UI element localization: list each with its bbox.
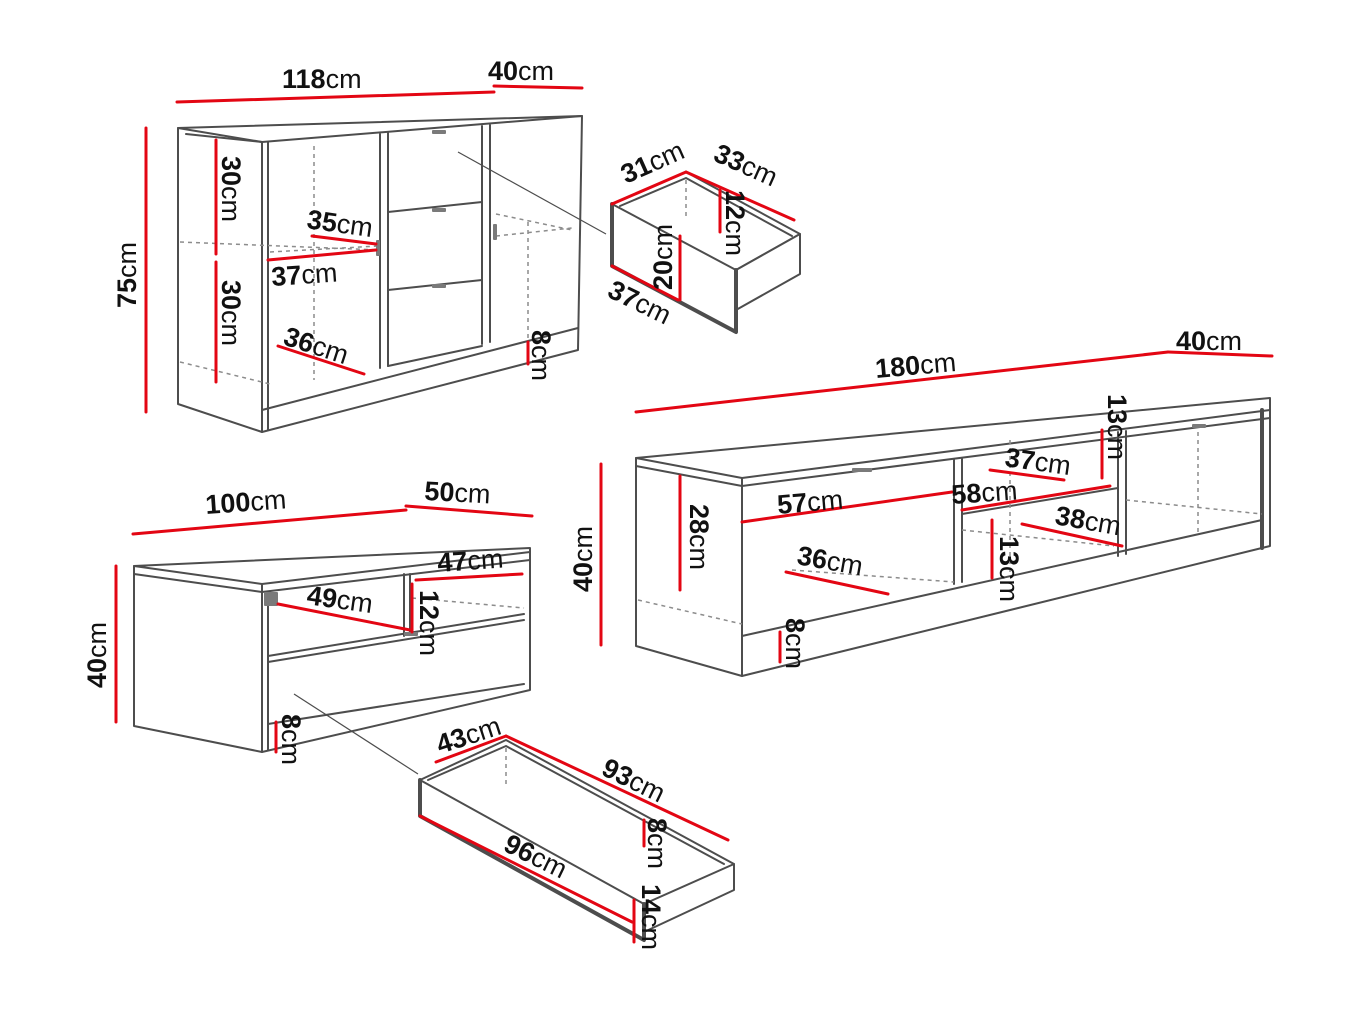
coffee-table-drawing xyxy=(114,504,534,775)
tv-stand-right-shelf-depth-label: 38cm xyxy=(1053,500,1123,541)
sideboard-plinth-label: 8cm xyxy=(526,330,556,381)
tv-stand-compartment-width-label: 57cm xyxy=(776,484,844,520)
coffee-drawer-inner-height-label: 8cm xyxy=(642,818,672,869)
sideboard-drawer-front-height-label: 20cm xyxy=(648,224,678,290)
tv-stand-height-label: 40cm xyxy=(568,526,598,592)
sideboard-width-label: 118cm xyxy=(282,64,362,94)
coffee-table-drawer-drawing xyxy=(418,734,735,944)
tv-stand-middle-width-label: 58cm xyxy=(950,475,1018,510)
tv-stand-depth-label: 40cm xyxy=(1176,326,1242,356)
sideboard-depth-label: 40cm xyxy=(488,56,554,86)
tv-stand-width-label: 180cm xyxy=(874,347,957,384)
sideboard-drawer-drawing xyxy=(610,170,801,334)
tv-stand-top-compartment-label: 13cm xyxy=(1102,394,1132,460)
tv-stand-upper-shelf-depth-label: 37cm xyxy=(1003,442,1073,481)
sideboard-upper-shelf-depth-label: 35cm xyxy=(305,204,375,243)
sideboard-lower-shelf-height-label: 30cm xyxy=(216,280,246,346)
sideboard-upper-shelf-height-label: 30cm xyxy=(216,156,246,222)
coffee-drawer-length-label: 93cm xyxy=(597,752,670,808)
tv-stand-bottom-shelf-depth-label: 36cm xyxy=(795,540,865,581)
coffee-table-plinth-label: 8cm xyxy=(276,714,306,765)
sideboard-drawer-depth-label: 33cm xyxy=(710,138,783,192)
coffee-table-height-label: 40cm xyxy=(82,622,112,688)
coffee-table-width-label: 100cm xyxy=(204,484,287,520)
coffee-table-depth-label: 50cm xyxy=(424,476,492,509)
sideboard-height-label: 75cm xyxy=(112,242,142,308)
tv-stand-plinth-label: 8cm xyxy=(780,618,810,669)
sideboard-upper-shelf-width-label: 37cm xyxy=(270,257,338,292)
coffee-drawer-front-height-label: 14cm xyxy=(636,884,666,950)
coffee-table-shelf-height-label: 12cm xyxy=(414,590,444,656)
coffee-table-shelf-width-label: 49cm xyxy=(305,580,375,619)
sideboard-drawer-inner-height-label: 12cm xyxy=(720,190,750,256)
coffee-table-shelf-depth-label: 47cm xyxy=(436,543,504,578)
tv-stand-inner-height-label: 28cm xyxy=(684,504,714,570)
tv-stand-drawing xyxy=(599,350,1274,677)
tv-stand-lower-compartment-label: 13cm xyxy=(994,536,1024,602)
sideboard-drawing xyxy=(144,84,607,433)
